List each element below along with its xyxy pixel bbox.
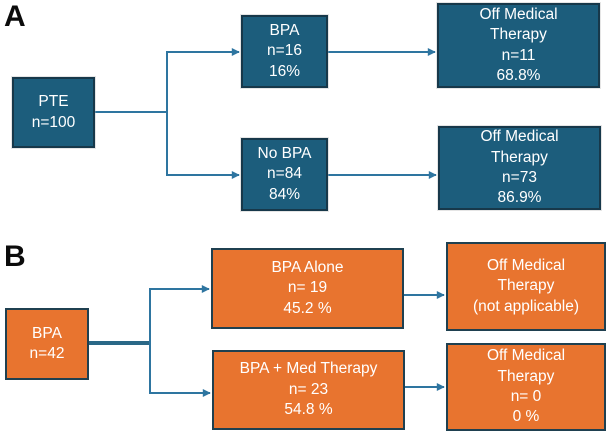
node-off-therapy-bpa-med-text: Off Medical Therapy n= 0 0 % <box>486 347 566 426</box>
arrow-bpa42-to-bpa-med <box>149 343 211 397</box>
node-off-therapy-bpa-text: Off Medical Therapy n=11 68.8% <box>479 5 558 84</box>
node-bpa-med-therapy-text: BPA + Med Therapy n= 23 54.8 % <box>239 360 378 419</box>
node-pte: PTE n=100 <box>12 77 95 148</box>
node-pte-text: PTE n=100 <box>31 93 76 131</box>
node-bpa-16: BPA n=16 16% <box>241 15 328 88</box>
node-off-therapy-no-bpa-text: Off Medical Therapy n=73 86.9% <box>480 128 559 207</box>
arrow-pte-to-no-bpa <box>166 112 240 179</box>
node-bpa-alone: BPA Alone n= 19 45.2 % <box>211 248 404 329</box>
node-off-therapy-bpa-alone: Off Medical Therapy (not applicable) <box>446 242 606 331</box>
node-bpa-med-therapy: BPA + Med Therapy n= 23 54.8 % <box>212 350 405 430</box>
arrow-pte-to-bpa <box>166 48 240 112</box>
node-bpa-alone-text: BPA Alone n= 19 45.2 % <box>271 258 344 317</box>
node-bpa-42: BPA n=42 <box>5 308 89 380</box>
node-bpa-42-text: BPA n=42 <box>29 324 65 362</box>
node-off-therapy-bpa-med: Off Medical Therapy n= 0 0 % <box>446 343 606 431</box>
node-bpa-16-text: BPA n=16 16% <box>267 21 302 80</box>
node-off-therapy-bpa-alone-text: Off Medical Therapy (not applicable) <box>473 256 579 315</box>
node-off-therapy-bpa: Off Medical Therapy n=11 68.8% <box>437 3 600 88</box>
node-no-bpa: No BPA n=84 84% <box>241 138 328 211</box>
node-off-therapy-no-bpa: Off Medical Therapy n=73 86.9% <box>438 126 601 210</box>
panel-a-label: A <box>4 0 26 33</box>
panel-b-label: B <box>4 240 26 273</box>
arrow-bpa42-to-bpa-alone <box>149 285 210 343</box>
node-no-bpa-text: No BPA n=84 84% <box>257 144 312 203</box>
